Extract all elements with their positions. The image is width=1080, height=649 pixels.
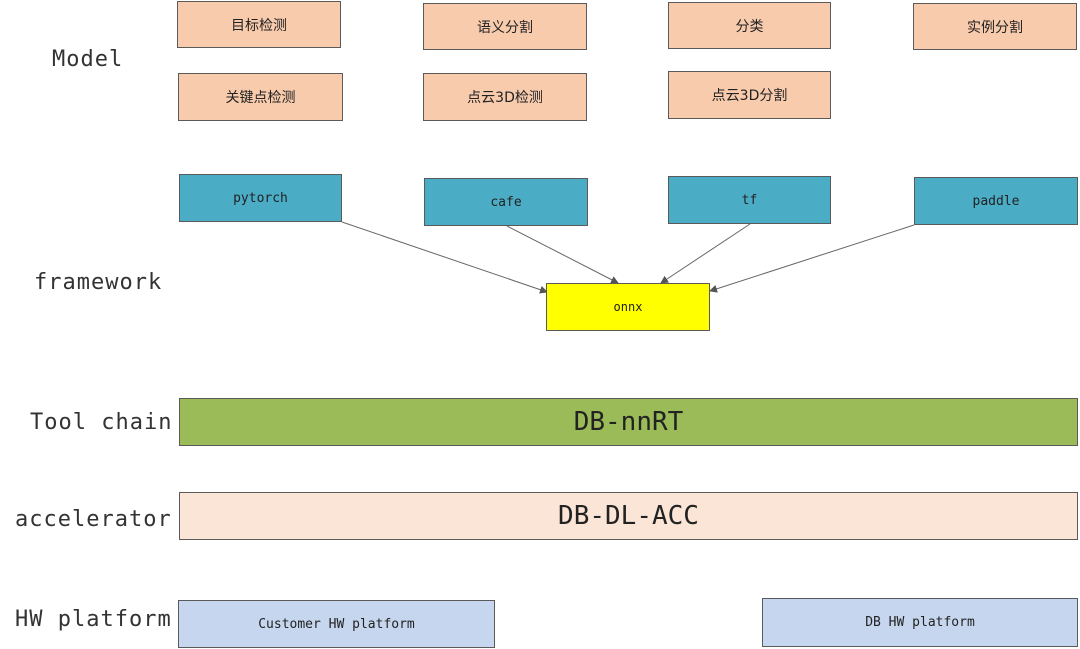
model-pointcloud-3d-segmentation: 点云3D分割	[668, 71, 831, 119]
model-semantic-segmentation: 语义分割	[423, 3, 587, 50]
framework-paddle: paddle	[914, 177, 1078, 225]
arrow-paddle-onnx	[709, 224, 915, 293]
framework-tf: tf	[668, 176, 831, 224]
onnx-box: onnx	[546, 283, 710, 331]
model-keypoint-detection: 关键点检测	[178, 73, 343, 121]
model-pointcloud-3d-detection: 点云3D检测	[423, 73, 587, 121]
framework-pytorch: pytorch	[179, 174, 342, 222]
model-object-detection: 目标检测	[177, 1, 341, 48]
model-classification: 分类	[668, 2, 831, 49]
layer-label-toolchain: Tool chain	[30, 410, 173, 435]
layer-label-accelerator: accelerator	[15, 507, 172, 532]
hw-db-platform: DB HW platform	[762, 598, 1078, 647]
toolchain-bar: DB-nnRT	[179, 398, 1078, 446]
layer-label-hw-platform: HW platform	[15, 607, 172, 632]
arrow-tf-onnx	[660, 223, 751, 284]
hw-customer-platform: Customer HW platform	[178, 600, 495, 648]
arrow-cafe-onnx	[506, 225, 619, 284]
layer-label-framework: framework	[34, 270, 163, 295]
model-instance-segmentation: 实例分割	[913, 3, 1077, 50]
framework-cafe: cafe	[424, 178, 588, 226]
layer-label-model: Model	[52, 47, 124, 72]
arrow-pytorch-onnx	[341, 221, 548, 294]
accelerator-bar: DB-DL-ACC	[179, 492, 1078, 540]
